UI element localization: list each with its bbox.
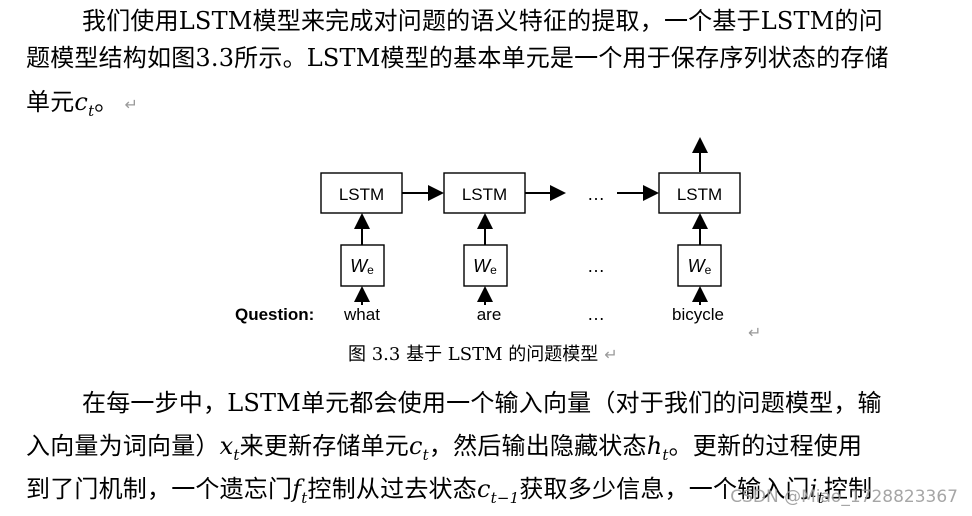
question-word-4: bicycle: [672, 305, 724, 324]
lstm-box-3-label: LSTM: [677, 185, 722, 204]
text-segment: 。更新的过程使用: [668, 432, 863, 460]
embedding-box-3: [677, 244, 722, 287]
bottom-paragraph-line-2: 入向量为词向量）xt来更新存储单元ct，然后输出隐藏状态ht。更新的过程使用: [26, 429, 862, 472]
return-mark-icon: ↵: [124, 95, 139, 114]
figure-caption: 图 3.3 基于 LSTM 的问题模型 ↵: [348, 343, 618, 367]
bottom-paragraph-line-1: 在每一步中，LSTM单元都会使用一个输入向量（对于我们的问题模型，输: [82, 389, 882, 417]
math-c-previous-symbol: c: [476, 475, 491, 503]
embedding-box-3-label: We: [688, 256, 712, 277]
embedding-w-symbol: W: [688, 256, 707, 276]
text-segment: 入向量为词向量）: [26, 432, 220, 460]
caption-text: 图 3.3 基于 LSTM 的问题模型: [348, 344, 599, 365]
math-c-symbol: c: [74, 88, 89, 116]
embedding-subscript: e: [490, 263, 497, 277]
math-x-symbol: x: [219, 432, 234, 460]
math-subscript: t: [422, 446, 429, 464]
math-h-symbol: h: [646, 432, 663, 460]
bottom-paragraph-line-3: 到了门机制，一个遗忘门ft控制从过去状态ct−1获取多少信息，一个输入门it控制: [26, 472, 872, 515]
diagram-ellipsis-middle: …: [587, 256, 605, 276]
embedding-w-symbol: W: [350, 256, 369, 276]
math-subscript: t: [301, 489, 308, 507]
question-word-1: what: [343, 305, 380, 324]
top-paragraph-line-3: 单元ct。 ↵: [26, 85, 138, 128]
lstm-box-3: [658, 172, 741, 214]
math-c-symbol: c: [409, 432, 423, 460]
text-segment: 到了门机制，一个遗忘门: [26, 475, 293, 503]
embedding-subscript: e: [705, 263, 712, 277]
math-i-symbol: i: [809, 475, 818, 503]
text-segment: ，然后输出隐藏状态: [428, 432, 647, 460]
text-segment: 控制从过去状态: [307, 475, 477, 503]
embedding-w-symbol: W: [473, 256, 492, 276]
text-segment: 来更新存储单元: [239, 432, 409, 460]
top-paragraph-line-1: 我们使用LSTM模型来完成对问题的语义特征的提取，一个基于LSTM的问: [82, 7, 883, 35]
embedding-box-2: [463, 244, 508, 287]
embedding-box-1-label: We: [350, 256, 374, 277]
math-subscript: t: [233, 446, 240, 464]
question-word-2: are: [477, 305, 502, 324]
math-subscript: t−1: [490, 489, 520, 507]
math-subscript: t: [817, 489, 824, 507]
question-word-ellipsis: …: [587, 304, 605, 324]
csdn-watermark: CSDN @Miao_1728823367: [730, 487, 958, 507]
embedding-subscript: e: [367, 263, 374, 277]
math-subscript: t: [662, 446, 669, 464]
question-label: Question:: [235, 305, 314, 324]
diagram-ellipsis-top: …: [587, 184, 605, 204]
math-subscript: t: [88, 102, 95, 120]
text-segment: 单元: [26, 88, 75, 116]
caption-return-mark-icon: ↵: [604, 345, 618, 364]
text-segment: 控制: [823, 475, 873, 503]
math-f-symbol: f: [292, 475, 302, 503]
lstm-box-1-label: LSTM: [339, 185, 384, 204]
lstm-box-2-label: LSTM: [462, 185, 507, 204]
diagram-return-mark-icon: ↵: [748, 325, 761, 342]
top-paragraph-line-2: 题模型结构如图3.3所示。LSTM模型的基本单元是一个用于保存序列状态的存储: [26, 44, 889, 72]
embedding-box-2-label: We: [473, 256, 497, 277]
text-segment: 。: [94, 88, 119, 116]
text-segment: 获取多少信息，一个输入门: [519, 475, 810, 503]
